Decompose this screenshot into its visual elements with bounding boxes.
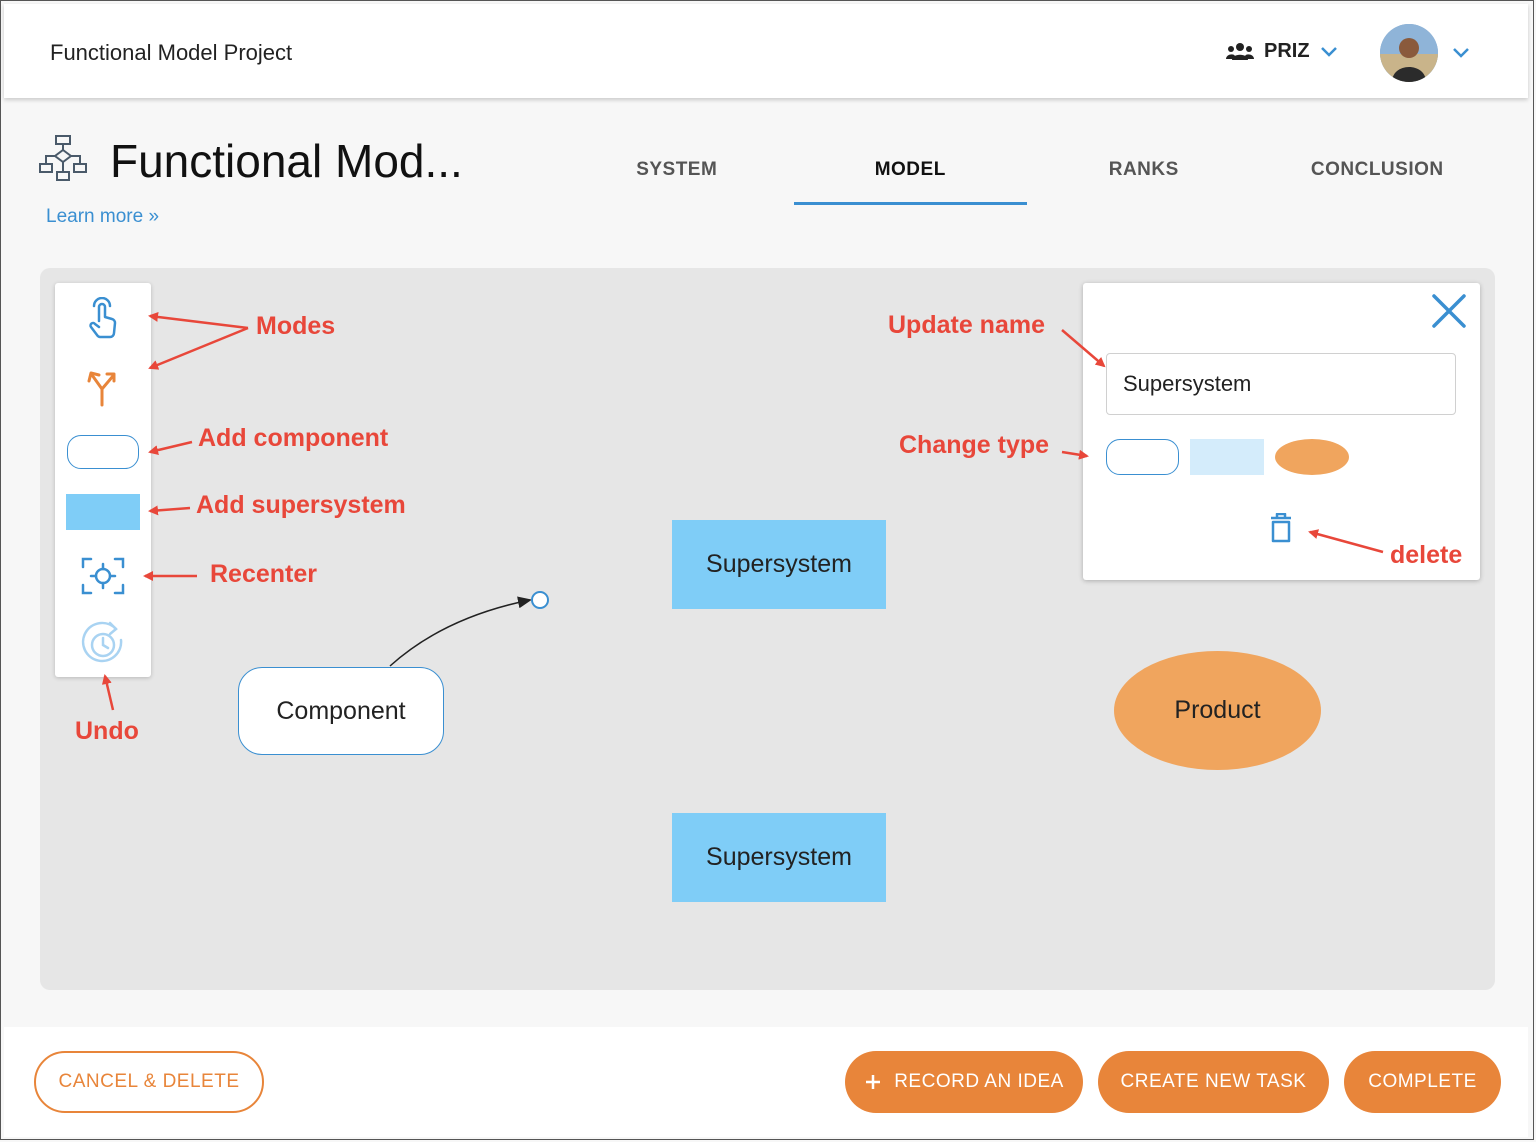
complete-button[interactable]: COMPLETE xyxy=(1344,1051,1501,1113)
recenter-icon xyxy=(81,557,125,595)
cancel-delete-button[interactable]: CANCEL & DELETE xyxy=(34,1051,264,1113)
supersystem-node[interactable]: Supersystem xyxy=(672,813,886,902)
tab-bar: SYSTEM MODEL RANKS CONCLUSION xyxy=(560,145,1494,205)
tab-model[interactable]: MODEL xyxy=(793,145,1027,205)
type-component-option[interactable] xyxy=(1106,439,1179,475)
record-idea-label: RECORD AN IDEA xyxy=(894,1071,1064,1092)
close-icon[interactable] xyxy=(1431,293,1467,329)
annotation-recenter: Recenter xyxy=(210,560,317,588)
tab-ranks[interactable]: RANKS xyxy=(1108,159,1179,180)
team-name: PRIZ xyxy=(1264,40,1310,62)
create-task-button[interactable]: CREATE NEW TASK xyxy=(1098,1051,1329,1113)
page-title: Functional Mod... xyxy=(110,135,463,187)
node-name-input[interactable] xyxy=(1106,353,1456,415)
annotation-update-name: Update name xyxy=(888,311,1045,339)
diagram-toolbar xyxy=(55,283,151,677)
add-component-button[interactable] xyxy=(55,433,151,471)
connect-mode-icon xyxy=(87,371,116,407)
annotation-delete: delete xyxy=(1390,541,1463,569)
component-node[interactable]: Component xyxy=(238,667,444,755)
tab-conclusion[interactable]: CONCLUSION xyxy=(1310,159,1444,180)
add-component-shape xyxy=(67,435,139,469)
app-title: Functional Model Project xyxy=(50,40,293,65)
record-idea-button[interactable]: RECORD AN IDEA xyxy=(845,1051,1083,1113)
supersystem-node[interactable]: Supersystem xyxy=(672,520,886,609)
node-properties-panel xyxy=(1083,283,1480,580)
flowchart-icon xyxy=(39,135,87,181)
annotation-add-supersystem: Add supersystem xyxy=(196,491,406,519)
chevron-down-icon xyxy=(1320,46,1337,57)
recenter-button[interactable] xyxy=(55,553,151,599)
pointer-mode-button[interactable] xyxy=(55,295,151,343)
team-switcher[interactable]: PRIZ xyxy=(1226,40,1338,63)
top-bar: Functional Model Project PRIZ xyxy=(4,4,1528,98)
annotation-change-type: Change type xyxy=(899,431,1050,459)
add-supersystem-shape xyxy=(66,494,140,530)
tab-system[interactable]: SYSTEM xyxy=(636,159,718,180)
learn-more-link[interactable]: Learn more » xyxy=(46,206,160,227)
type-product-option[interactable] xyxy=(1275,439,1349,475)
add-supersystem-button[interactable] xyxy=(55,493,151,531)
connect-mode-button[interactable] xyxy=(55,363,151,411)
undo-icon xyxy=(81,621,123,663)
type-supersystem-option[interactable] xyxy=(1190,439,1264,475)
user-menu[interactable] xyxy=(1380,24,1470,82)
chevron-down-icon xyxy=(1453,48,1469,58)
plus-icon xyxy=(866,1075,881,1089)
annotation-undo: Undo xyxy=(75,717,139,745)
undo-button[interactable] xyxy=(55,619,151,667)
pointer-mode-icon xyxy=(89,297,117,339)
annotation-modes: Modes xyxy=(256,312,336,340)
avatar xyxy=(1380,24,1438,82)
product-node[interactable]: Product xyxy=(1114,651,1321,770)
trash-icon[interactable] xyxy=(1270,513,1292,543)
users-icon xyxy=(1226,42,1254,60)
annotation-add-component: Add component xyxy=(198,424,389,452)
